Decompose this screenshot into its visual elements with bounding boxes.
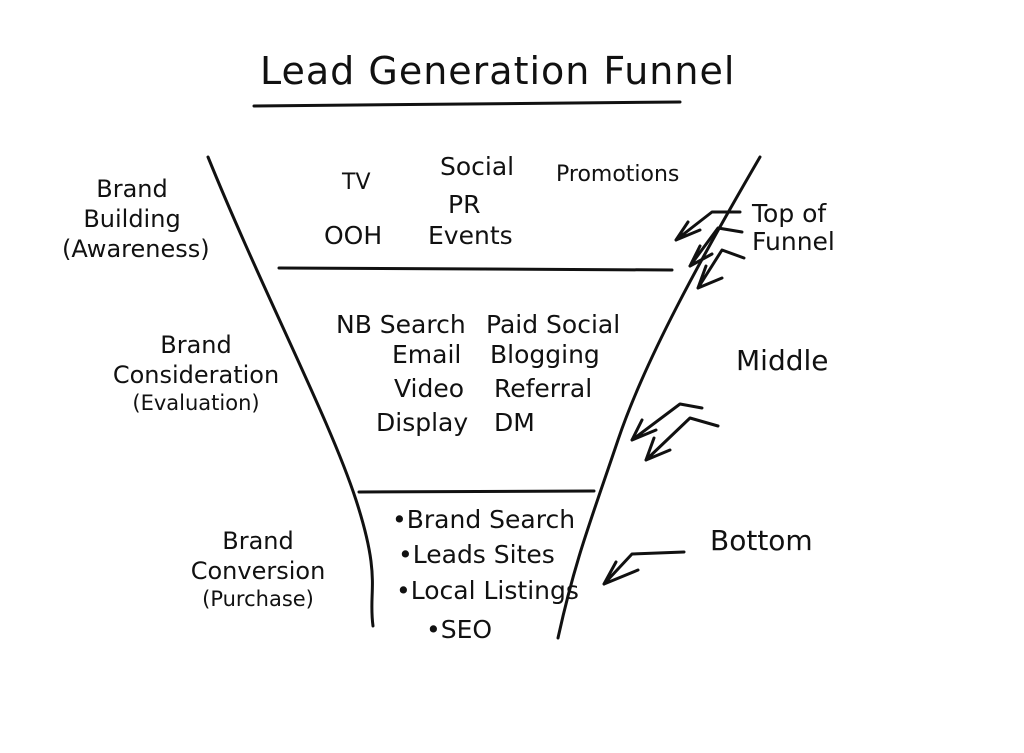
channel-item: OOH xyxy=(324,221,383,250)
channel-item: Video xyxy=(394,374,465,403)
middle-arrow-icon xyxy=(630,402,720,462)
channel-item: PR xyxy=(448,190,481,219)
channel-item: Events xyxy=(428,221,513,250)
marker-top-of-funnel: Top of Funnel xyxy=(752,199,835,256)
top-of-funnel-arrow-icon xyxy=(674,210,746,290)
bottom-arrow-icon xyxy=(602,550,686,586)
channel-item: Referral xyxy=(494,374,593,403)
bullet-icon: • xyxy=(392,505,407,534)
bullet-icon: • xyxy=(426,615,441,644)
bullet-icon: • xyxy=(398,540,413,569)
channel-item: Social xyxy=(440,152,515,181)
channel-item: Promotions xyxy=(556,162,680,187)
channel-item: TV xyxy=(342,170,371,195)
channel-item: Paid Social xyxy=(486,310,621,339)
channel-list-item: •Local Listings xyxy=(396,576,579,605)
divider-top-middle xyxy=(277,266,674,272)
channel-list-item: •Brand Search xyxy=(392,505,576,534)
funnel-left-edge xyxy=(206,155,375,628)
marker-middle: Middle xyxy=(736,344,829,377)
channel-item: Display xyxy=(376,408,469,437)
channel-item: Blogging xyxy=(490,340,600,369)
channel-item: DM xyxy=(494,408,535,437)
stage-label-awareness: Brand Building (Awareness) xyxy=(62,175,210,263)
diagram-title: Lead Generation Funnel xyxy=(260,49,736,93)
bullet-icon: • xyxy=(396,576,411,605)
channel-item: NB Search xyxy=(336,310,466,339)
divider-middle-bottom xyxy=(357,489,596,494)
title-underline xyxy=(252,100,682,108)
stage-label-purchase: Brand Conversion (Purchase) xyxy=(190,527,326,611)
stage-label-evaluation: Brand Consideration (Evaluation) xyxy=(112,331,280,415)
channel-list-item: •Leads Sites xyxy=(398,540,555,569)
marker-bottom: Bottom xyxy=(710,524,813,557)
channel-item: Email xyxy=(392,340,462,369)
channel-list-item: •SEO xyxy=(426,615,493,644)
funnel-right-edge xyxy=(556,155,762,640)
